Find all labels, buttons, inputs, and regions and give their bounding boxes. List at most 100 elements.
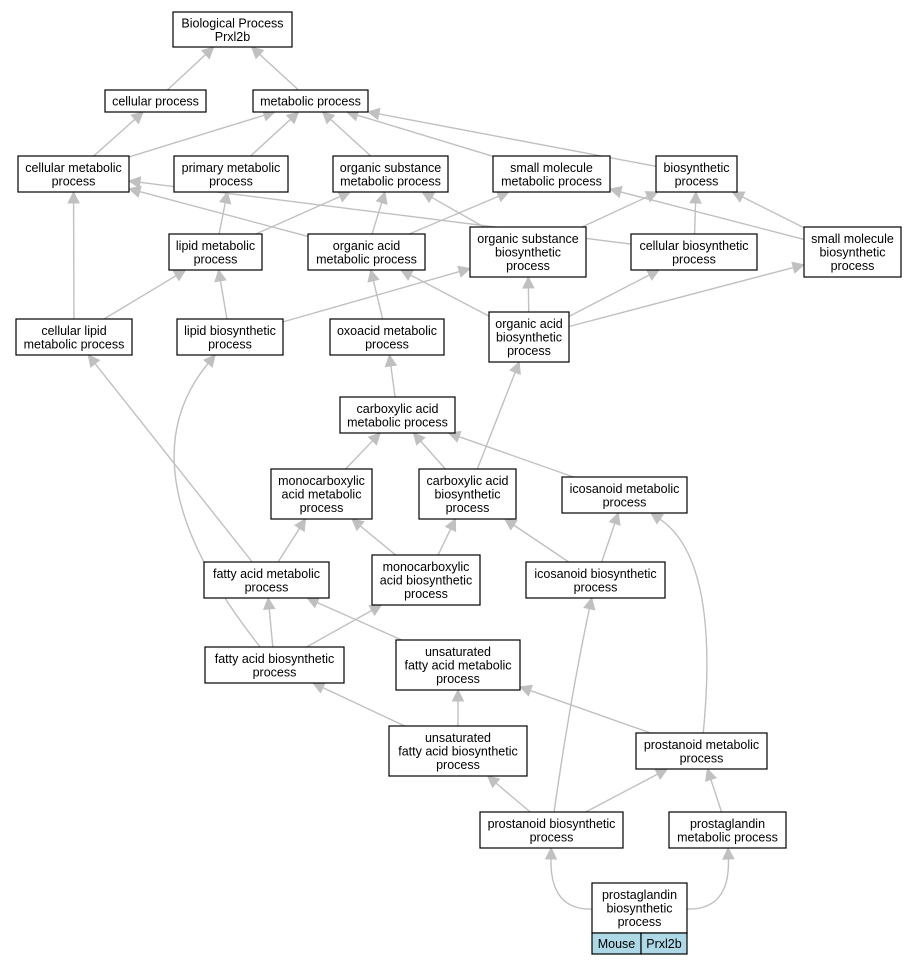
node-label-line: metabolic process [501,174,602,188]
node-label-line: monocarboxylic [383,560,470,574]
go-term-node-met[interactable]: metabolic process [252,89,369,113]
edge-n_icosbio-to-n_icos [600,523,616,563]
edge-n_prostbio-to-n_prostmet [585,773,658,813]
edges-layer [67,46,806,910]
node-label-line: metabolic process [24,337,125,351]
arrowhead-n_prim-to-n_met [285,111,300,125]
arrowhead-n_monobio-to-n_monocarb [351,518,365,532]
edge-n_monocarb-to-n_carbox [345,440,374,470]
arrowhead-n_celllip-to-n_cellmet [67,190,80,204]
node-label-line: biosynthetic [819,246,885,260]
node-label-line: lipid metabolic [176,239,255,253]
node-box [418,468,517,520]
node-label-line: biosynthetic [496,331,562,345]
node-box [332,155,449,193]
gene-tag-label: Prxl2b [646,937,681,951]
arrowhead-n_bios-to-n_met [366,107,381,121]
edge-n_orgsubbio-to-n_orgsub [431,196,485,228]
arrowhead-n_prostmet-to-n_icos [650,512,665,525]
arrowhead-n_cellmet-to-n_cell [130,111,144,125]
edge-n_prostmet-to-n_unsat [530,689,651,734]
arrowhead-n_orgsub-to-n_met [321,111,336,125]
node-box [329,318,445,356]
node-box [635,732,768,770]
edge-n_prim-to-n_met [250,118,291,157]
edge-n_prostmet-to-n_icos [659,518,708,734]
node-box [488,311,570,363]
node-label-line: cellular process [112,95,199,109]
node-label-line: cellular lipid [41,324,106,338]
node-box [479,811,624,849]
go-term-node-cell[interactable]: cellular process [104,89,207,113]
node-label-line: metabolic process [340,174,441,188]
node-box [803,226,902,278]
edge-n_carbbio-to-n_carbox [420,440,446,470]
node-box [168,233,263,271]
node-label-line: lipid biosynthetic [184,324,276,338]
arrowhead-n_orgacidbio-to-n_smallbio [791,261,806,274]
node-label-line: process [436,672,480,686]
species-tag[interactable]: Mouse [591,932,642,955]
arrowhead-n_orgacid-to-n_cellmet [127,185,142,198]
edge-n_orgsub-to-n_met [330,118,372,157]
node-label-line: biosynthetic [663,161,729,175]
arrowhead-n_cellbio-to-n_bios [689,190,702,204]
node-label-line: prostanoid biosynthetic [488,817,616,831]
edge-n_prostbio-to-n_icosbio [553,608,591,813]
node-label-line: fatty acid metabolic [213,567,320,581]
arrowhead-n_unsatbio-to-n_fattybio [311,682,326,694]
arrowhead-n_icosbio-to-n_carbbio [503,518,518,531]
node-box [17,155,130,193]
node-label-line: fatty acid metabolic [405,659,512,673]
node-box [176,318,284,356]
node-box [104,89,207,113]
node-label-line: process [245,580,289,594]
arrowhead-n_lipid-to-n_orgsub [337,190,352,203]
arrowhead-n_prostmet-to-n_unsat [518,684,533,697]
arrowhead-n_orgacid-to-n_orgsub [375,190,388,205]
node-label-line: monocarboxylic [278,474,365,488]
edge-n_orgacidbio-to-n_orgacid [410,274,490,317]
node-label-line: process [831,259,875,273]
arrowhead-n_monobio-to-n_carbbio [444,517,457,533]
node-box [395,639,521,691]
node-label-line: process [436,758,480,772]
node-label-line: process [506,259,550,273]
edge-n_unsatbio-to-n_fattybio [322,687,405,727]
gene-tag[interactable]: Prxl2b [640,932,688,955]
edge-n_monobio-to-n_monocarb [359,525,397,556]
arrowhead-n_pgbio-to-n_prostbio [544,846,558,860]
edge-n_prostbio-to-n_unsatbio [495,782,531,813]
